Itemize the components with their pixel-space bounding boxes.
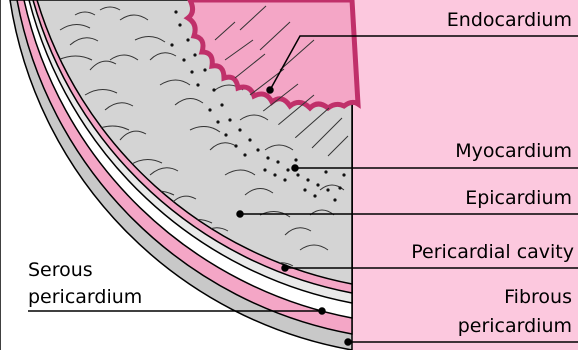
pericardial-cavity-marker [282, 265, 288, 271]
endocardium-marker [267, 87, 273, 93]
myocardium-marker [292, 165, 298, 171]
myocardium-label: Myocardium [455, 140, 572, 162]
fibrous-label-line2: pericardium [458, 315, 572, 337]
pericardial-cavity-label: Pericardial cavity [411, 241, 574, 263]
serous-label-line2: pericardium [28, 286, 142, 308]
fibrous-pericardium-marker [345, 339, 351, 345]
serous-label-line1: Serous [28, 259, 93, 281]
endocardium-label: Endocardium [447, 9, 572, 31]
fibrous-label-line1: Fibrous [504, 286, 572, 308]
epicardium-label: Epicardium [465, 187, 572, 209]
epicardium-marker [237, 211, 243, 217]
serous-pericardium-marker [319, 308, 325, 314]
